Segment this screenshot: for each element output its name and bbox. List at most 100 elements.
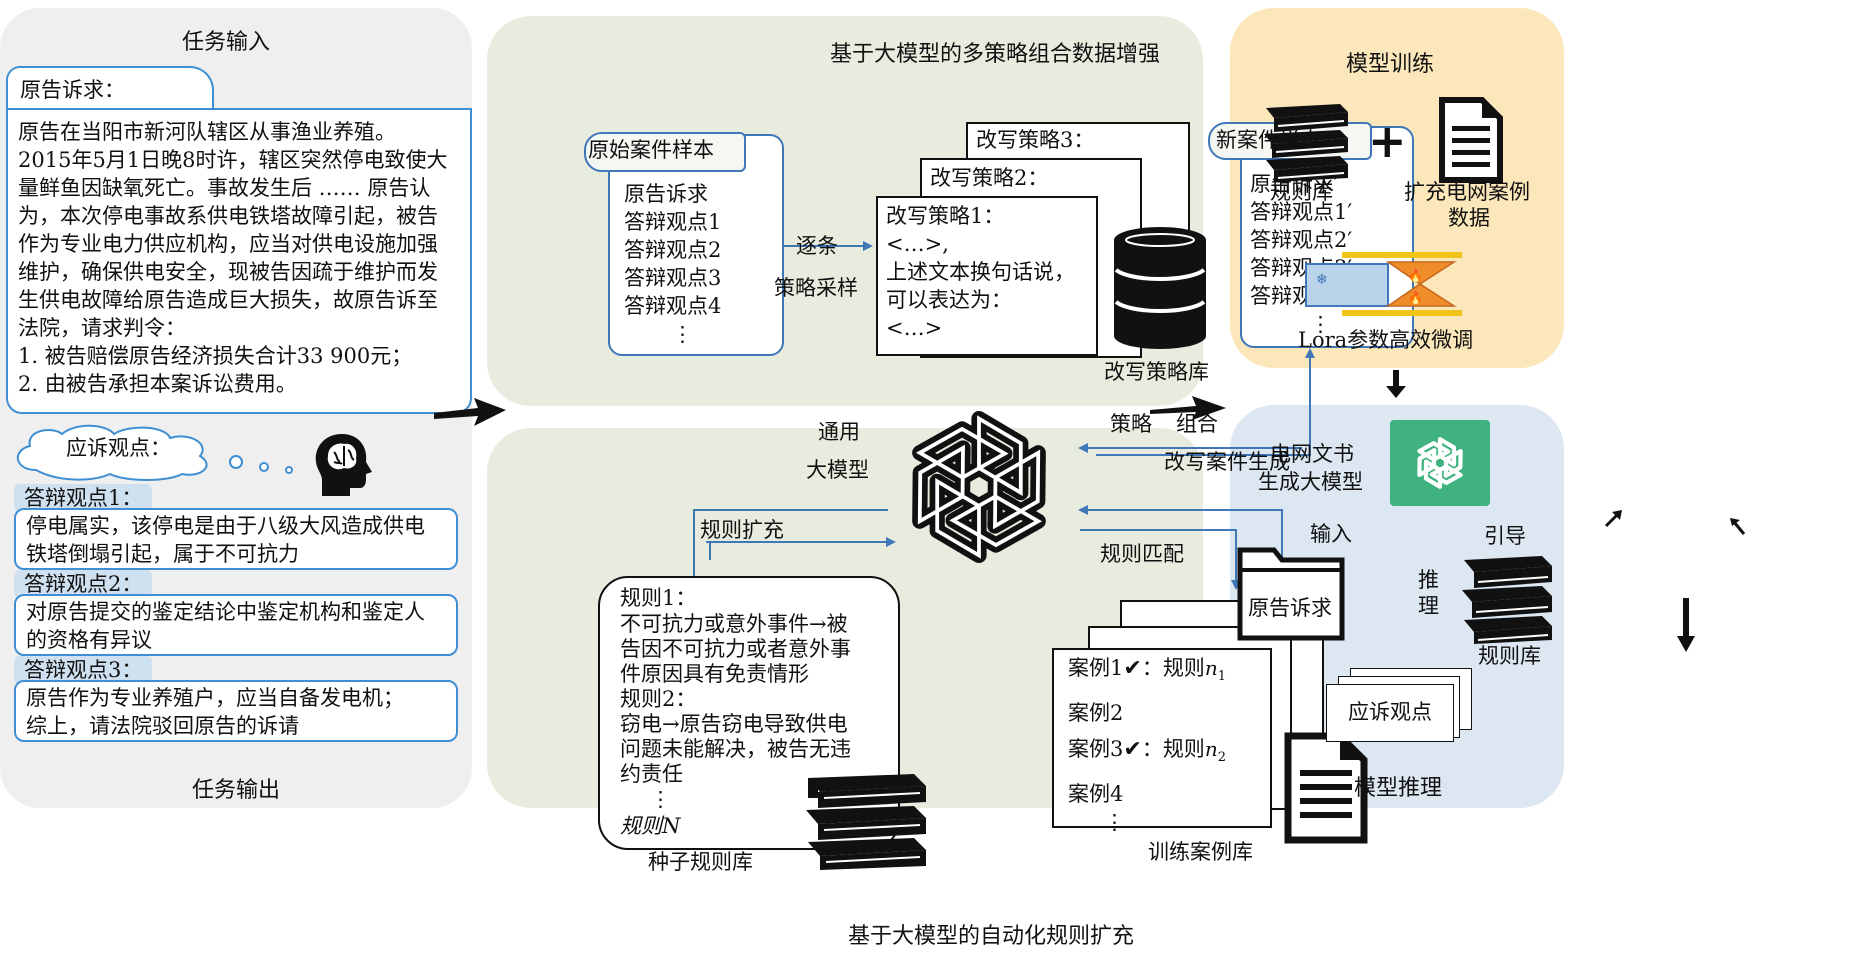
claim-line: 法院，请求判令： <box>18 316 186 340</box>
infer-output-label: 应诉观点 <box>1348 700 1432 724</box>
fire-icon: 🔥 <box>1408 291 1423 305</box>
task-input-title: 任务输入 <box>182 30 271 55</box>
case-name: 案例4 <box>1068 782 1124 807</box>
strategy-1-page <box>876 196 1098 356</box>
defense-line: 的资格有异议 <box>26 628 152 652</box>
orig-sample-title: 原始案件样本 <box>588 138 714 162</box>
flow-llm-to-seed <box>689 509 888 592</box>
rule-lines: 规则1： 不可抗力或意外事件→被 告因不可抗力或者意外事 件原因具有免责情形 规… <box>620 584 851 840</box>
strategy-3-label: 改写策略3： <box>976 128 1095 152</box>
llm-label-1: 通用 <box>818 420 860 444</box>
big-arrow-mid <box>1150 396 1226 420</box>
fire-icon: 🔥 <box>1408 269 1423 283</box>
case-more: ⋮ <box>1104 810 1125 835</box>
claim-text: 原告在当阳市新河队辖区从事渔业养殖。 2015年5月1日晚8时许，辖区突然停电致… <box>18 118 448 398</box>
augment-title: 基于大模型的多策略组合数据增强 <box>830 42 1161 67</box>
rule-line: 窃电→原告窃电导致供电 <box>620 712 848 736</box>
case-name: 案例2 <box>1068 701 1124 726</box>
rule-line: ⋮ <box>650 787 671 811</box>
response-label: 应诉观点： <box>66 436 171 460</box>
defense-line: 原告作为专业养殖户，应当自备发电机； <box>26 686 404 710</box>
combo-label-2: 组合 <box>1176 412 1218 436</box>
strategy-1-text: 改写策略1： <…>, 上述文本换句话说， 可以表达为： <…> <box>886 202 1075 342</box>
defense-1-tag: 答辩观点1： <box>14 484 153 512</box>
case-rule-sub: 1 <box>1217 669 1226 685</box>
sample-label-1: 逐条 <box>796 234 838 258</box>
rule-line: 件原因具有免责情形 <box>620 662 809 686</box>
claim-line: 原告在当阳市新河队辖区从事渔业养殖。 <box>18 120 396 144</box>
snowflake-icon: ❄ <box>1316 272 1328 288</box>
new-item: 答辩观点1′ <box>1250 200 1353 224</box>
defense-1-box <box>14 508 458 570</box>
strategy-1-line: <…> <box>886 316 943 340</box>
strategy-1-line: 可以表达为： <box>886 288 1012 312</box>
rule-line: 问题未能解决，被告无违 <box>620 737 851 761</box>
defense-line: 停电属实，该停电是由于八级大风造成供电 <box>26 514 425 538</box>
lora-graphic: ❄ 🔥 🔥 <box>1305 252 1462 316</box>
case-list: 案例1✔：规则n1 案例2 案例3✔：规则n2 案例4 ⋮ <box>1068 654 1226 836</box>
claim-line: 1. 被告赔偿原告经济损失合计33 900元； <box>18 344 413 368</box>
orig-item: 答辩观点4 <box>624 294 722 318</box>
defense-3-box <box>14 680 458 742</box>
case-rule: 规则 <box>1162 737 1205 762</box>
flow-llm-to-train <box>1080 529 1241 590</box>
claim-tab <box>6 66 214 112</box>
rule-line: 规则1： <box>620 586 697 610</box>
orig-sample-tab <box>584 132 746 172</box>
folder-icon <box>1237 547 1345 641</box>
check-icon: ✔ <box>1123 737 1142 763</box>
defense-3-text: 原告作为专业养殖户，应当自备发电机； 综上，请法院驳回原告的诉请 <box>26 684 404 740</box>
case-page-front <box>1052 648 1272 828</box>
claim-line: 生供电故障给原告造成巨大损失，故原告诉至 <box>18 288 438 312</box>
case-rule-n: n <box>1204 656 1218 680</box>
train-data-label-1: 扩充电网案例 <box>1404 180 1530 204</box>
orig-item: 原告诉求 <box>624 182 708 206</box>
train-document-icon <box>1439 97 1503 183</box>
check-icon: ✔ <box>1123 656 1142 681</box>
case-row-3: 案例3✔：规则n2 <box>1068 735 1226 772</box>
train-data-label-2: 数据 <box>1448 206 1490 230</box>
infer-rulebase-label: 规则库 <box>1478 644 1541 668</box>
defense-line: 对原告提交的鉴定结论中鉴定机构和鉴定人 <box>26 600 425 624</box>
infer-model-label-1: 电网文书 <box>1270 442 1354 466</box>
case-row-2: 案例2 <box>1068 699 1226 727</box>
thought-cloud-icon <box>17 424 293 481</box>
defense-2-text: 对原告提交的鉴定结论中鉴定机构和鉴定人 的资格有异议 <box>26 598 425 654</box>
database-icon <box>1114 227 1206 349</box>
rule-match-label: 规则匹配 <box>1100 542 1184 566</box>
output-page-front <box>1326 684 1454 742</box>
defense-line: 综上，请法院驳回原告的诉请 <box>26 714 299 738</box>
guide-arrow <box>1732 521 1746 535</box>
task-output-title: 任务输出 <box>192 778 281 803</box>
rule-line: 约责任 <box>620 762 683 786</box>
gpt-logo-box <box>1390 420 1490 506</box>
llm-label-2: 大模型 <box>806 458 869 482</box>
case-colon: ： <box>1141 656 1163 680</box>
defense-1-text: 停电属实，该停电是由于八级大风造成供电 铁塔倒塌引起，属于不可抗力 <box>26 512 425 568</box>
claim-line: 作为专业电力供应机构，应当对供电设施加强 <box>18 232 438 256</box>
infer-input-label: 输入 <box>1310 522 1352 546</box>
infer-reason-2: 理 <box>1418 594 1439 618</box>
new-item: ⋮ <box>1310 312 1331 336</box>
train-db-label: 训练案例库 <box>1148 840 1253 864</box>
strategy-2-label: 改写策略2： <box>930 166 1049 190</box>
flow-llm-to-new <box>1096 348 1315 456</box>
orig-item: 答辩观点2 <box>624 238 722 262</box>
defense-2-box <box>14 594 458 656</box>
rule-line: 不可抗力或意外事件→被 <box>620 612 848 636</box>
defense-2-tag: 答辩观点2： <box>14 570 153 598</box>
infer-reason-1: 推 <box>1418 568 1439 592</box>
infer-books-icon <box>1462 556 1552 644</box>
combo-label-1: 策略 <box>1110 412 1152 436</box>
infer-title: 模型推理 <box>1354 776 1443 801</box>
case-row-1: 案例1✔：规则n1 <box>1068 654 1226 691</box>
orig-item: 答辩观点1 <box>624 210 722 234</box>
rules-title: 基于大模型的自动化规则扩充 <box>848 924 1135 949</box>
train-books-icon <box>1264 104 1348 182</box>
rule-line: 规则2： <box>620 687 697 711</box>
case-colon: ： <box>1141 737 1163 762</box>
rule-expand-label: 规则扩充 <box>700 518 784 542</box>
brain-head-icon <box>315 434 372 496</box>
case-rule-sub: 2 <box>1217 750 1226 766</box>
down-arrow-train <box>1386 370 1406 398</box>
